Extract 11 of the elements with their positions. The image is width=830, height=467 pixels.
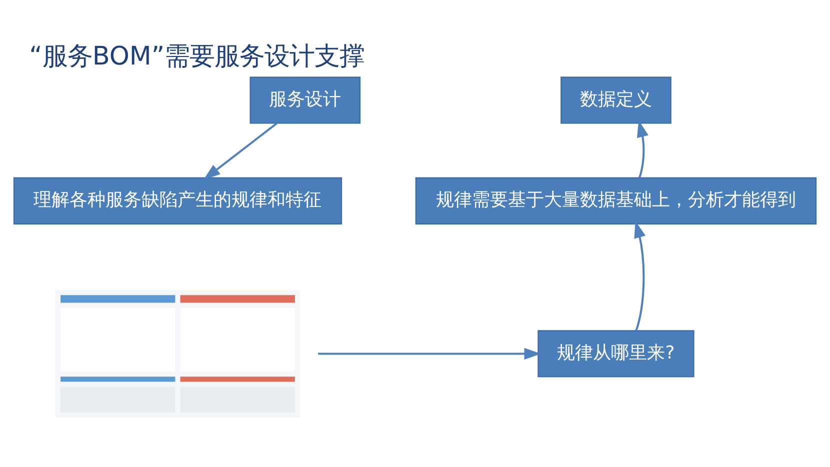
node-box: 理解各种服务缺陷产生的规律和特征	[13, 176, 342, 224]
node-box: 规律需要基于大量数据基础上，分析才能得到	[415, 176, 817, 224]
arrow	[634, 220, 646, 330]
arrow	[318, 347, 542, 360]
arrow	[636, 120, 648, 178]
picture	[55, 290, 300, 417]
arrow	[203, 122, 278, 180]
node-box: 规律从哪里来?	[538, 330, 694, 377]
node-box: 服务设计	[250, 76, 361, 124]
diagram-title: “服务BOM”需要服务设计支撑	[29, 41, 365, 72]
node-box: 数据定义	[560, 76, 672, 124]
